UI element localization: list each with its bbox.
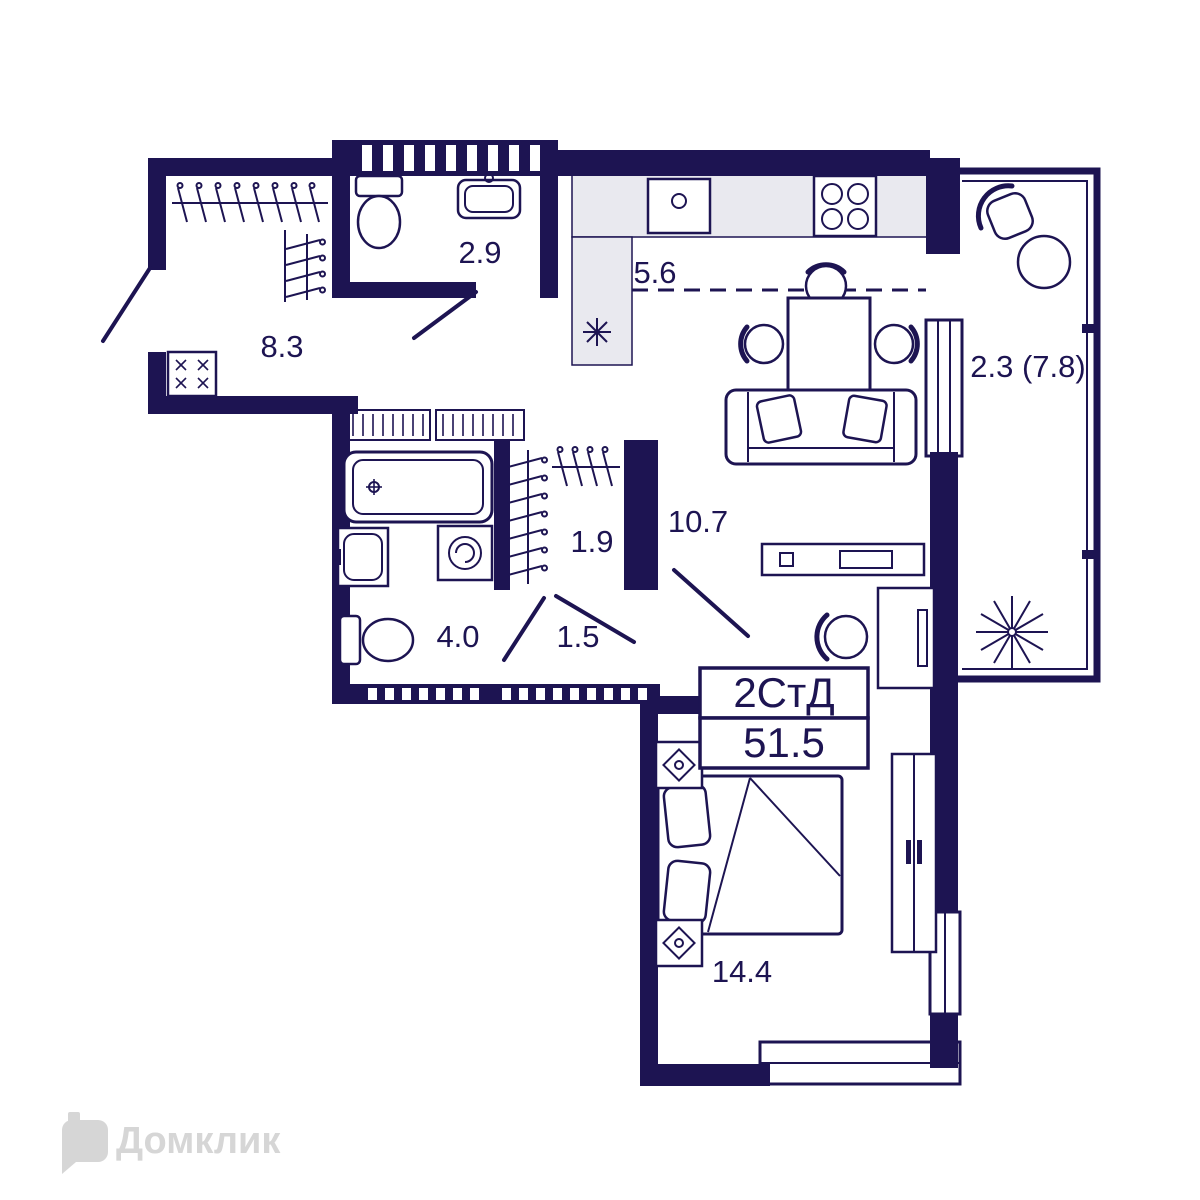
- room-area-bathroom: 4.0: [436, 619, 479, 654]
- toilet2-icon: [338, 614, 415, 666]
- wall-hatch-top: [362, 145, 540, 171]
- apartment-type-label: 2СтД: [733, 669, 834, 716]
- towel-rails: [345, 409, 525, 441]
- washing-machine-icon: [436, 524, 494, 582]
- living-door: [672, 568, 750, 638]
- bathroom-door: [502, 596, 546, 662]
- balcony-walls: [958, 167, 1101, 683]
- wardrobe-hangers: [507, 446, 620, 584]
- room-area-hall: 1.5: [556, 619, 599, 654]
- room-area-living: 10.7: [668, 504, 728, 539]
- room-area-hallway: 8.3: [260, 329, 303, 364]
- kitchen-sink-icon: [646, 177, 712, 235]
- room-area-bedroom: 14.4: [712, 954, 772, 989]
- bed-icon: [656, 774, 844, 936]
- total-area-box: 51.5: [698, 716, 870, 770]
- hallway-wardrobe-hangers: [172, 182, 328, 302]
- snowflake-vent-icon: [583, 318, 611, 346]
- speaker-nightstand-icon: [654, 740, 704, 968]
- dining-set: [738, 262, 920, 392]
- wash-sink-icon: [456, 173, 522, 220]
- desk-chair-icon: [814, 612, 869, 662]
- electrical-panel-icon: [166, 350, 218, 398]
- balcony-chair-icon: [975, 183, 1034, 240]
- entrance-door: [101, 266, 152, 343]
- bathroom-sink-icon: [332, 526, 390, 588]
- room-area-wc: 2.9: [458, 235, 501, 270]
- domclick-house-icon: [62, 1112, 108, 1174]
- bathtub-icon: [342, 450, 494, 524]
- window-living-balcony: [924, 318, 964, 458]
- window-bedroom-bottom: [758, 1040, 962, 1086]
- plant-icon: [976, 596, 1048, 668]
- watermark: Домклик: [62, 1112, 281, 1174]
- wall-hatch-bottom: [368, 688, 647, 700]
- sofa-icon: [724, 388, 918, 466]
- window-bedroom-right: [928, 910, 962, 1016]
- wardrobe-door: [554, 594, 636, 644]
- total-area-value: 51.5: [743, 719, 825, 766]
- desk-icon: [876, 586, 936, 690]
- watermark-brand: Домклик: [116, 1120, 281, 1162]
- room-area-wardrobe: 1.9: [570, 524, 613, 559]
- wc-door: [412, 290, 478, 340]
- toilet-icon: [354, 174, 404, 250]
- room-area-balcony: 2.3 (7.8): [970, 349, 1085, 384]
- stove-icon: [812, 174, 878, 238]
- tv-stand-icon: [760, 542, 926, 577]
- wardrobe-cabinet-icon: [890, 752, 938, 954]
- apartment-type-box: 2СтД: [698, 666, 870, 720]
- balcony-table-icon: [1016, 234, 1072, 290]
- room-area-kitchen: 5.6: [633, 255, 676, 290]
